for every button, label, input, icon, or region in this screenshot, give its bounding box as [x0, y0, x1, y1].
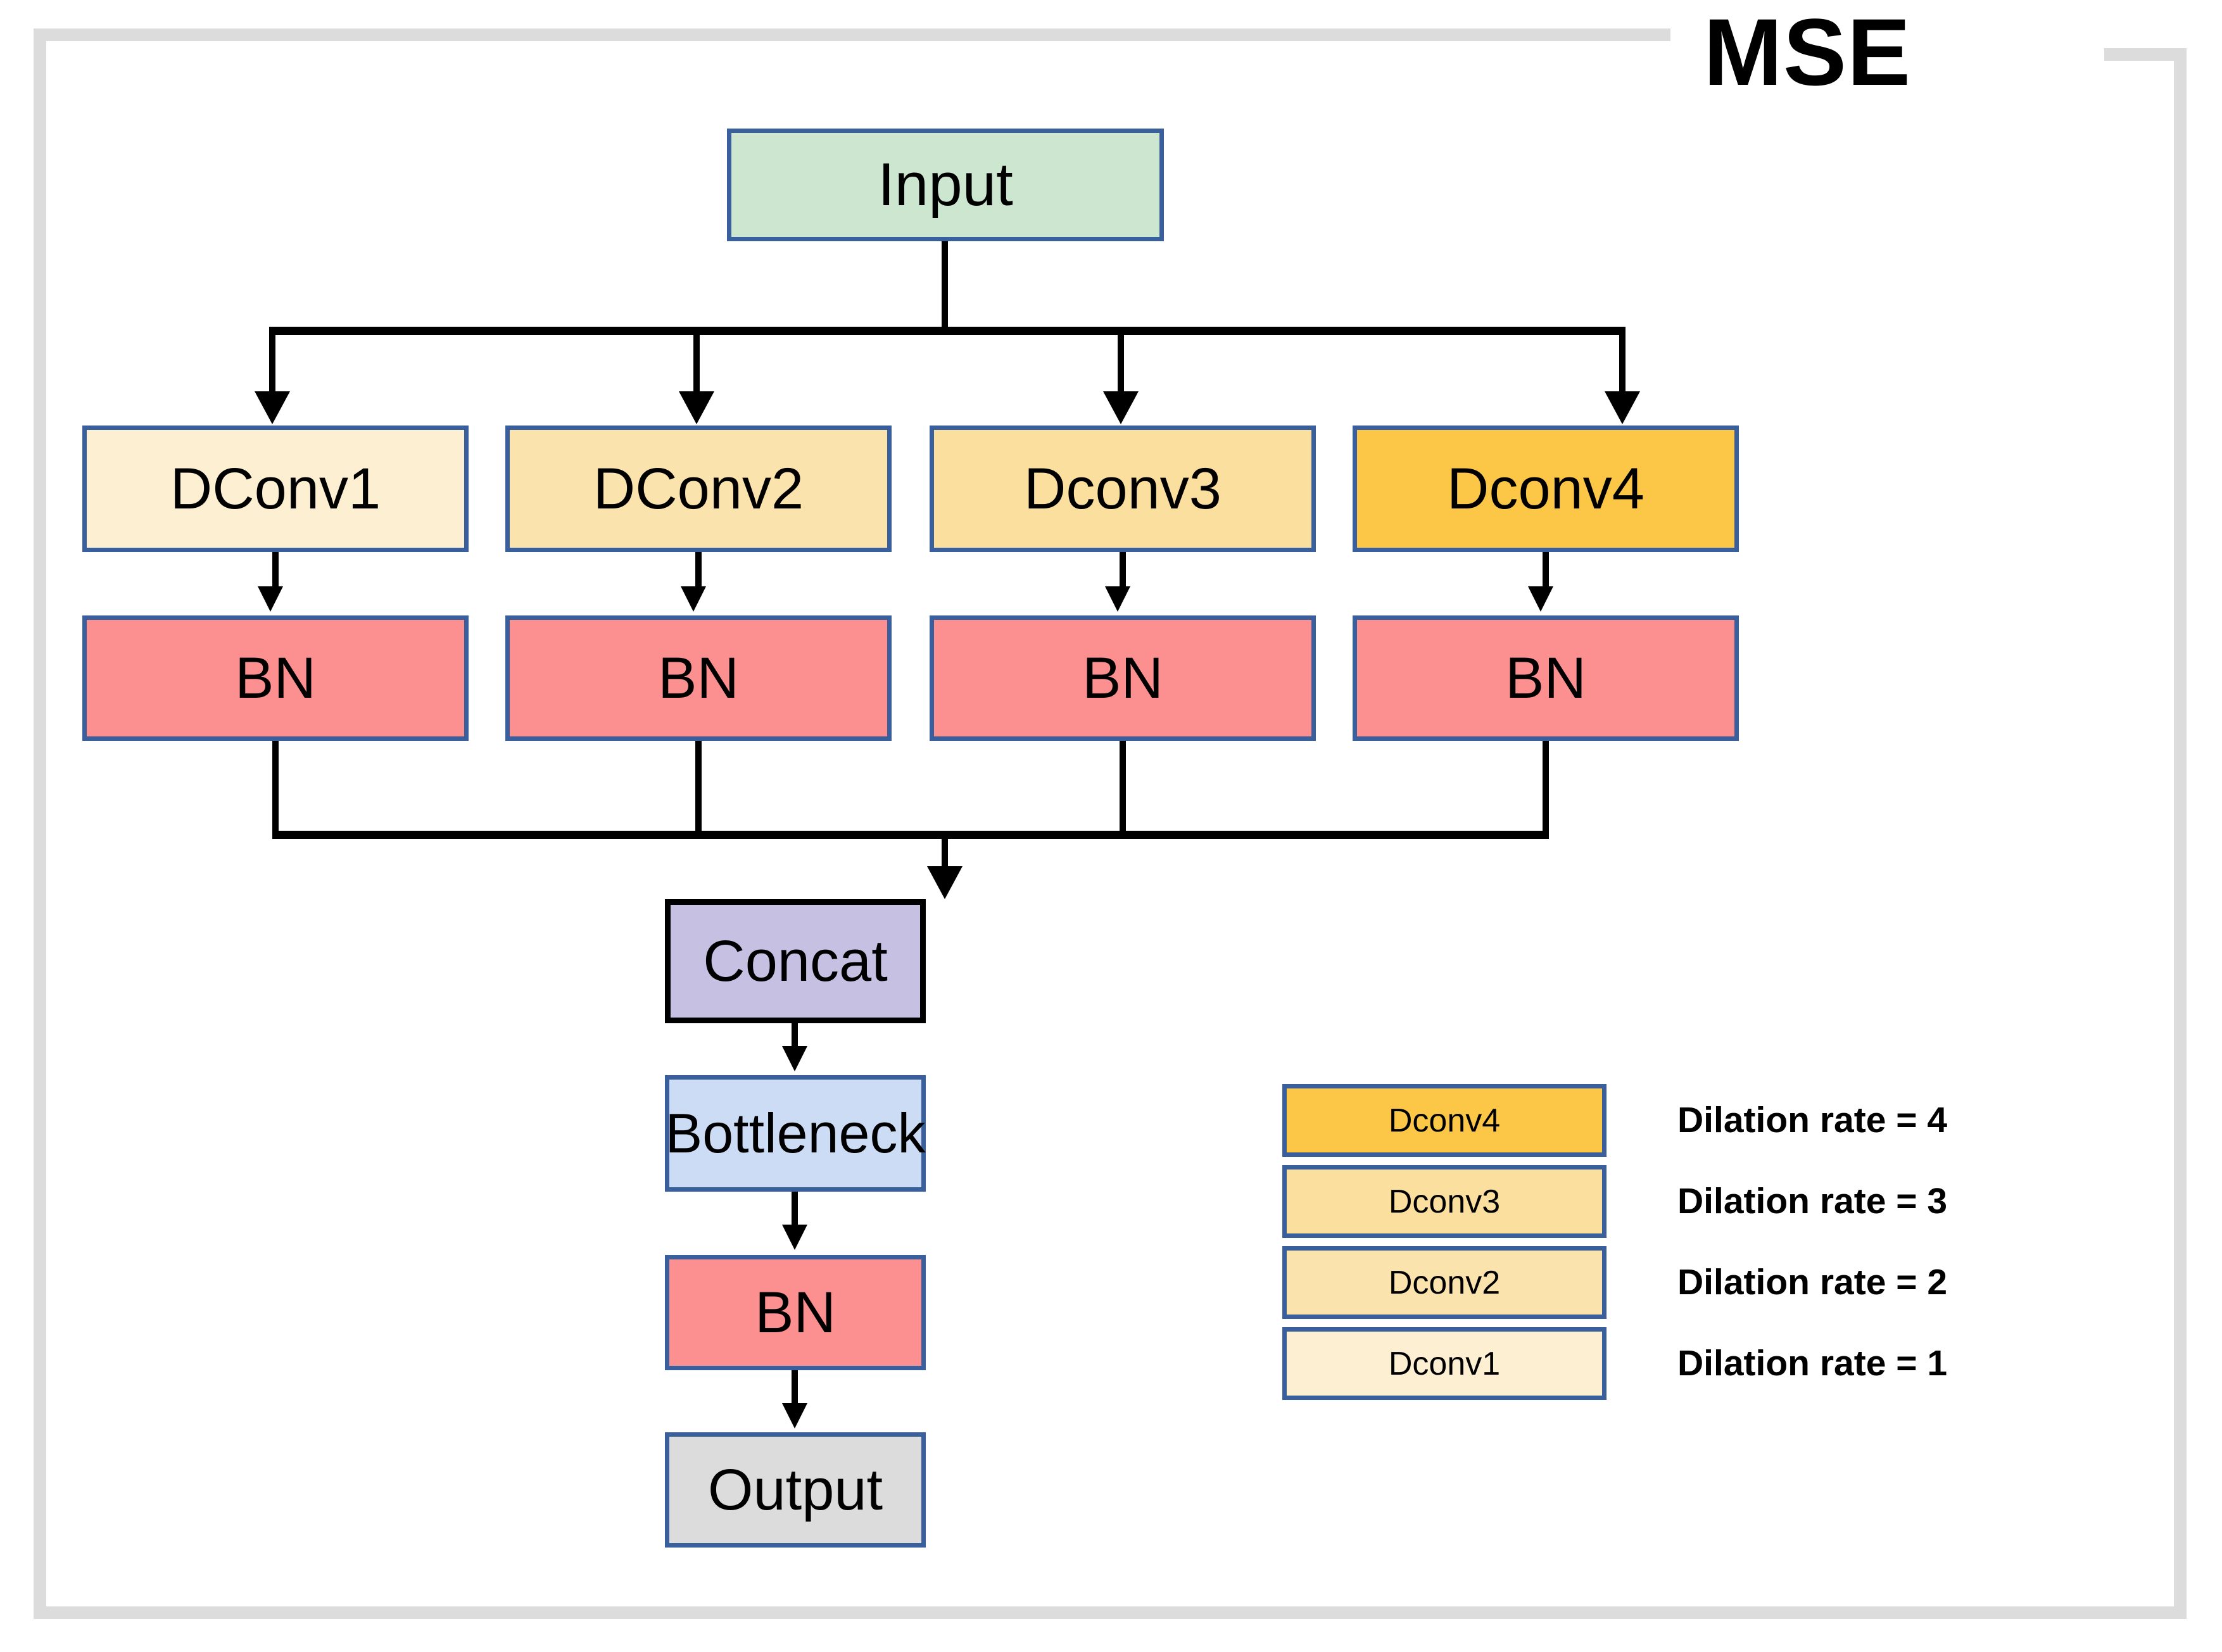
wire-dconv2-to-bn2 — [695, 552, 702, 589]
wire-bn3-to-merge — [1120, 741, 1126, 836]
arrowhead-to-bn-final — [782, 1225, 807, 1250]
node-bn-4: BN — [1353, 615, 1739, 741]
legend-swatch-dconv1-label: Dconv1 — [1388, 1345, 1501, 1382]
node-bn-2: BN — [505, 615, 892, 741]
legend-row-dconv2: Dconv2 Dilation rate = 2 — [1282, 1246, 1947, 1319]
node-input: Input — [727, 129, 1164, 241]
wire-concat-to-bottleneck — [792, 1023, 798, 1049]
wire-fanout-drop-1 — [269, 331, 275, 393]
legend-row-dconv4: Dconv4 Dilation rate = 4 — [1282, 1084, 1947, 1157]
node-dconv4: Dconv4 — [1353, 426, 1739, 552]
node-bn-4-label: BN — [1505, 646, 1586, 710]
arrowhead-to-dconv2 — [679, 391, 714, 424]
arrowhead-to-dconv1 — [255, 391, 290, 424]
frame-border-right — [2174, 61, 2187, 1619]
node-concat-label: Concat — [703, 929, 888, 993]
arrowhead-to-output — [782, 1403, 807, 1428]
legend-text-dconv4: Dilation rate = 4 — [1677, 1100, 1948, 1140]
arrowhead-to-bottleneck — [782, 1046, 807, 1071]
legend-row-dconv3: Dconv3 Dilation rate = 3 — [1282, 1165, 1947, 1238]
legend-swatch-dconv3: Dconv3 — [1282, 1165, 1607, 1238]
node-bn-3-label: BN — [1082, 646, 1163, 710]
legend-text-dconv1: Dilation rate = 1 — [1677, 1343, 1948, 1384]
wire-fanout-drop-3 — [1118, 331, 1124, 393]
node-bn-1-label: BN — [235, 646, 316, 710]
wire-fanout-drop-2 — [693, 331, 700, 393]
wire-bn4-to-merge — [1543, 741, 1549, 836]
arrowhead-to-dconv4 — [1605, 391, 1640, 424]
diagram-title: MSE — [1703, 0, 1912, 105]
wire-dconv1-to-bn1 — [272, 552, 279, 589]
arrowhead-to-dconv3 — [1103, 391, 1139, 424]
wire-dconv4-to-bn4 — [1543, 552, 1549, 589]
node-input-label: Input — [878, 151, 1013, 218]
frame-border-top-left-segment — [34, 28, 1670, 41]
node-dconv3-label: Dconv3 — [1024, 457, 1221, 521]
legend-swatch-dconv4: Dconv4 — [1282, 1084, 1607, 1157]
node-dconv1-label: DConv1 — [170, 457, 381, 521]
node-concat: Concat — [665, 899, 926, 1023]
wire-bn-to-output — [792, 1370, 798, 1406]
wire-fanout-bus — [269, 327, 1625, 335]
arrowhead-to-bn2 — [681, 586, 706, 612]
node-dconv4-label: Dconv4 — [1447, 457, 1644, 521]
node-bn-1: BN — [82, 615, 469, 741]
legend-swatch-dconv2-label: Dconv2 — [1388, 1264, 1501, 1301]
legend-row-dconv1: Dconv1 Dilation rate = 1 — [1282, 1327, 1947, 1400]
arrowhead-to-bn1 — [258, 586, 283, 612]
frame-border-top-right-segment — [2104, 48, 2187, 61]
node-bottleneck-label: Bottleneck — [665, 1102, 926, 1164]
wire-merge-bus — [272, 831, 1549, 839]
legend-swatch-dconv3-label: Dconv3 — [1388, 1183, 1501, 1220]
wire-input-to-bus — [942, 241, 948, 331]
frame-border-left — [34, 28, 46, 1619]
node-output-label: Output — [707, 1458, 883, 1522]
wire-bottleneck-to-bn — [792, 1192, 798, 1227]
wire-fanout-drop-4 — [1619, 331, 1625, 393]
legend-swatch-dconv4-label: Dconv4 — [1388, 1102, 1501, 1139]
node-bottleneck: Bottleneck — [665, 1075, 926, 1192]
wire-merge-to-concat — [942, 837, 948, 869]
legend-text-dconv3: Dilation rate = 3 — [1677, 1181, 1948, 1221]
arrowhead-to-bn4 — [1528, 586, 1553, 612]
arrowhead-to-bn3 — [1105, 586, 1130, 612]
frame-border-bottom — [34, 1606, 2187, 1619]
legend-swatch-dconv1: Dconv1 — [1282, 1327, 1607, 1400]
wire-bn1-to-merge — [272, 741, 279, 836]
node-dconv1: DConv1 — [82, 426, 469, 552]
node-bn-final-label: BN — [755, 1280, 836, 1345]
node-bn-3: BN — [930, 615, 1316, 741]
node-dconv3: Dconv3 — [930, 426, 1316, 552]
node-bn-2-label: BN — [658, 646, 739, 710]
node-bn-final: BN — [665, 1255, 926, 1370]
legend-text-dconv2: Dilation rate = 2 — [1677, 1262, 1948, 1302]
node-dconv2-label: DConv2 — [593, 457, 804, 521]
arrowhead-to-concat — [927, 866, 963, 899]
wire-bn2-to-merge — [695, 741, 702, 836]
node-output: Output — [665, 1432, 926, 1548]
legend-swatch-dconv2: Dconv2 — [1282, 1246, 1607, 1319]
wire-dconv3-to-bn3 — [1120, 552, 1126, 589]
node-dconv2: DConv2 — [505, 426, 892, 552]
legend: Dconv4 Dilation rate = 4 Dconv3 Dilation… — [1282, 1084, 1947, 1408]
